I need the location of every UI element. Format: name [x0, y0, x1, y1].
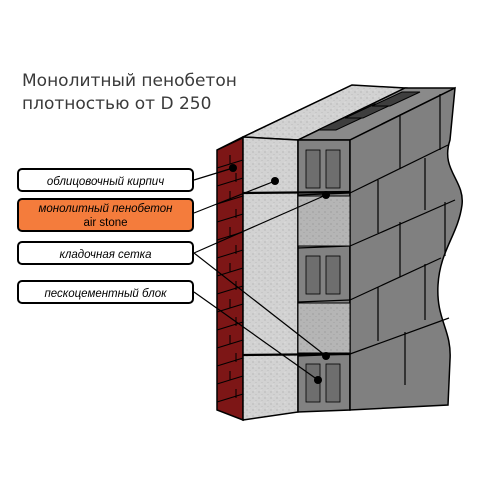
label-facing-brick: облицовочный кирпич [17, 168, 194, 192]
leader-lines [193, 167, 327, 381]
leader-dots [229, 164, 330, 384]
block-layer [242, 86, 463, 413]
label-foam-line2: air stone [83, 217, 128, 229]
label-masonry-mesh: кладочная сетка [17, 241, 194, 265]
diagram-title: Монолитный пенобетон плотностью от D 250 [22, 70, 237, 116]
label-sand-cement-block: пескоцементный блок [17, 280, 194, 304]
title-line-2: плотностью от D 250 [22, 94, 212, 114]
title-line-1: Монолитный пенобетон [22, 71, 237, 91]
label-foam-line1: монолитный пенобетон [38, 203, 173, 215]
foam-concrete-layer [242, 84, 408, 421]
label-foam-concrete: монолитный пенобетон air stone [17, 198, 194, 232]
